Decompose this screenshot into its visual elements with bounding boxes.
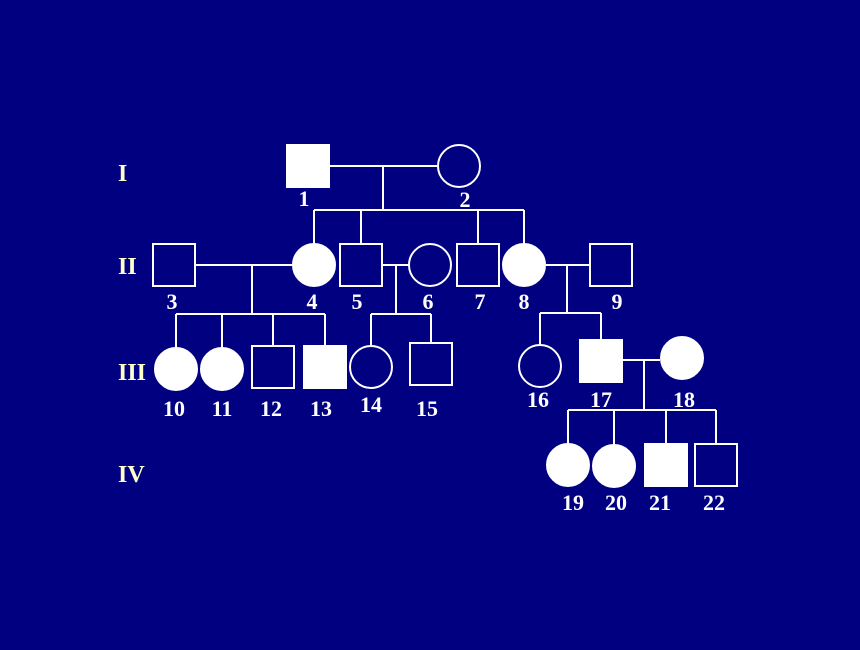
affected-female-8 bbox=[502, 243, 546, 287]
pedigree-lines bbox=[175, 165, 717, 445]
affected-male-21 bbox=[644, 443, 688, 487]
individual-label-10: 10 bbox=[163, 396, 185, 421]
unaffected-female-14 bbox=[349, 345, 393, 389]
affected-female-11 bbox=[200, 347, 244, 391]
affected-female-4 bbox=[292, 243, 336, 287]
individual-label-3: 3 bbox=[167, 289, 178, 314]
unaffected-male-22 bbox=[694, 443, 738, 487]
unaffected-male-3 bbox=[152, 243, 196, 287]
individual-label-5: 5 bbox=[352, 289, 363, 314]
generation-label-II: II bbox=[118, 254, 137, 280]
generation-label-III: III bbox=[118, 360, 146, 386]
individual-label-6: 6 bbox=[423, 289, 434, 314]
unaffected-male-5 bbox=[339, 243, 383, 287]
individual-label-22: 22 bbox=[703, 490, 725, 515]
individual-label-19: 19 bbox=[562, 490, 584, 515]
unaffected-female-2 bbox=[437, 144, 481, 188]
affected-male-17 bbox=[579, 339, 623, 383]
unaffected-female-6 bbox=[408, 243, 452, 287]
affected-female-18 bbox=[660, 336, 704, 380]
individual-label-17: 17 bbox=[590, 387, 612, 412]
affected-male-1 bbox=[286, 144, 330, 188]
individual-label-1: 1 bbox=[299, 186, 310, 211]
unaffected-male-15 bbox=[409, 342, 453, 386]
individual-label-7: 7 bbox=[475, 289, 486, 314]
individual-label-18: 18 bbox=[673, 387, 695, 412]
individual-label-16: 16 bbox=[527, 387, 549, 412]
individual-label-15: 15 bbox=[416, 396, 438, 421]
individual-label-11: 11 bbox=[212, 396, 233, 421]
individuals bbox=[152, 144, 738, 488]
individual-label-12: 12 bbox=[260, 396, 282, 421]
individual-label-2: 2 bbox=[460, 187, 471, 212]
unaffected-male-12 bbox=[251, 345, 295, 389]
individual-label-8: 8 bbox=[519, 289, 530, 314]
unaffected-male-9 bbox=[589, 243, 633, 287]
affected-female-20 bbox=[592, 444, 636, 488]
individual-label-4: 4 bbox=[307, 289, 318, 314]
unaffected-male-7 bbox=[456, 243, 500, 287]
generation-label-I: I bbox=[118, 161, 127, 187]
generation-label-IV: IV bbox=[118, 462, 145, 488]
unaffected-female-16 bbox=[518, 344, 562, 388]
individual-label-20: 20 bbox=[605, 490, 627, 515]
individual-label-9: 9 bbox=[612, 289, 623, 314]
individual-label-21: 21 bbox=[649, 490, 671, 515]
affected-female-19 bbox=[546, 443, 590, 487]
affected-male-13 bbox=[303, 345, 347, 389]
individual-label-14: 14 bbox=[360, 392, 382, 417]
affected-female-10 bbox=[154, 347, 198, 391]
individual-label-13: 13 bbox=[310, 396, 332, 421]
